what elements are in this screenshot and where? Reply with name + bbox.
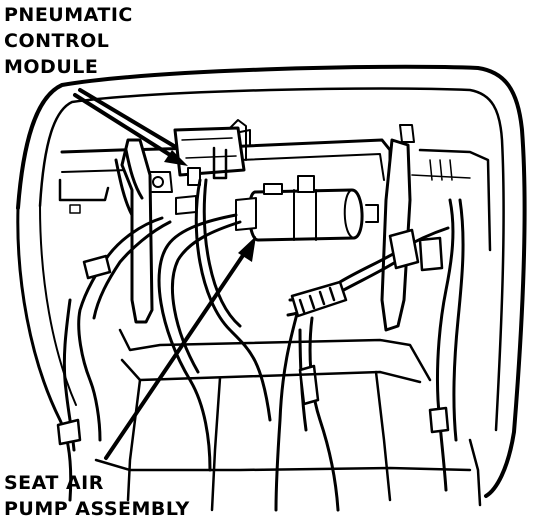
pump-leader-line bbox=[104, 243, 252, 460]
left-bracket-tab bbox=[149, 171, 173, 193]
label-line: PUMP ASSEMBLY bbox=[4, 498, 190, 520]
seat-outer-shell bbox=[16, 64, 527, 498]
seat-air-pump-assembly-label: SEAT AIR PUMP ASSEMBLY bbox=[4, 470, 190, 522]
pcm-arrowhead bbox=[164, 150, 188, 166]
right-bracket-slot bbox=[399, 124, 415, 143]
lower-frame bbox=[94, 328, 482, 512]
leader-arrowheads bbox=[164, 150, 256, 262]
pcm-leader-line-2 bbox=[78, 88, 176, 148]
seat-air-pump-assembly bbox=[235, 175, 379, 242]
seat-left-inner bbox=[39, 205, 77, 406]
label-line: PNEUMATIC bbox=[4, 4, 133, 26]
pcm-leader-line bbox=[73, 93, 180, 162]
label-line: CONTROL bbox=[4, 30, 110, 52]
seat-inner-rim bbox=[38, 87, 505, 432]
seat-left-side bbox=[16, 206, 73, 502]
wire-harnesses bbox=[62, 148, 465, 512]
label-line: MODULE bbox=[4, 56, 99, 78]
harness-connectors bbox=[56, 228, 450, 446]
pneumatic-control-module-label: PNEUMATIC CONTROL MODULE bbox=[4, 2, 133, 80]
label-line: SEAT AIR bbox=[4, 472, 104, 494]
frame-ledge bbox=[58, 178, 110, 202]
right-rail-inner bbox=[411, 159, 471, 181]
leader-lines bbox=[73, 88, 252, 460]
pump-arrowhead bbox=[238, 236, 256, 262]
right-rail bbox=[418, 148, 492, 252]
left-bracket-bolt bbox=[152, 176, 164, 188]
frame-hole bbox=[69, 204, 81, 214]
